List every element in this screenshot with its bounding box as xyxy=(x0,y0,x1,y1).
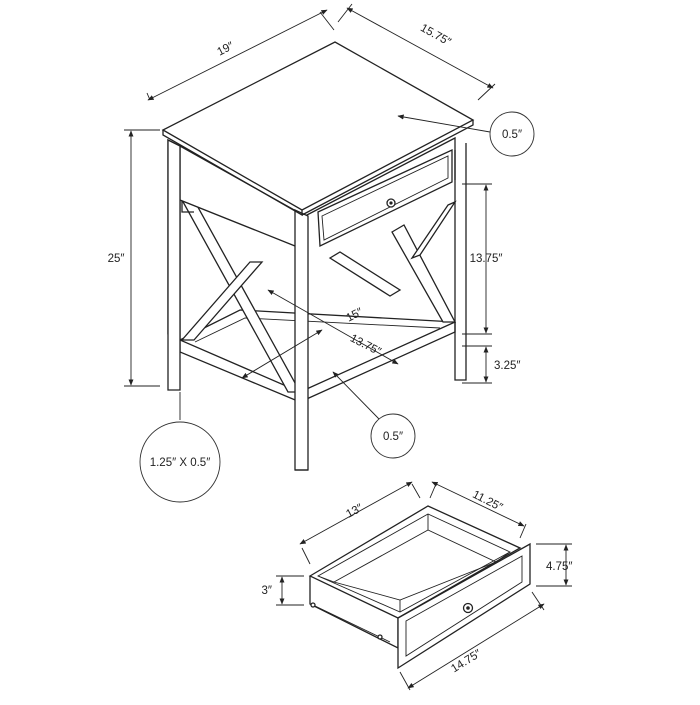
front-left-leg xyxy=(167,138,181,391)
dim-drawer-front-height: 4.75″ xyxy=(546,561,572,573)
callout-leg-size xyxy=(139,421,221,503)
apron-right xyxy=(304,136,456,217)
table-top-edge xyxy=(162,130,303,217)
drawer-front-on-table xyxy=(317,148,453,248)
back-right-leg xyxy=(454,143,467,381)
dim-top-thickness: 0.5″ xyxy=(502,129,522,141)
bottom-shelf-right-edge xyxy=(299,322,456,403)
dim-drawer-depth: 13″ xyxy=(344,502,365,521)
drawer-drawing xyxy=(308,505,531,670)
right-x-brace xyxy=(328,200,457,323)
dim-drawer-opening-height: 13.75″ xyxy=(470,253,503,265)
callout-top-thickness xyxy=(489,111,535,157)
dim-leg-size: 1.25″ X 0.5″ xyxy=(150,457,211,469)
drawer-slide xyxy=(312,604,391,643)
dim-drawer-side-height: 3″ xyxy=(262,585,272,597)
dim-leg-to-shelf: 3.25″ xyxy=(494,360,520,372)
callout-shelf-thickness xyxy=(370,413,416,459)
end-table-drawing xyxy=(161,41,475,471)
dim-top-depth: 19″ xyxy=(215,40,235,58)
dim-top-width: 15.75″ xyxy=(418,22,453,48)
dim-shelf-thickness: 0.5″ xyxy=(383,431,403,443)
dim-total-height: 25″ xyxy=(108,253,125,265)
dim-drawer-width: 11.25″ xyxy=(470,489,504,514)
